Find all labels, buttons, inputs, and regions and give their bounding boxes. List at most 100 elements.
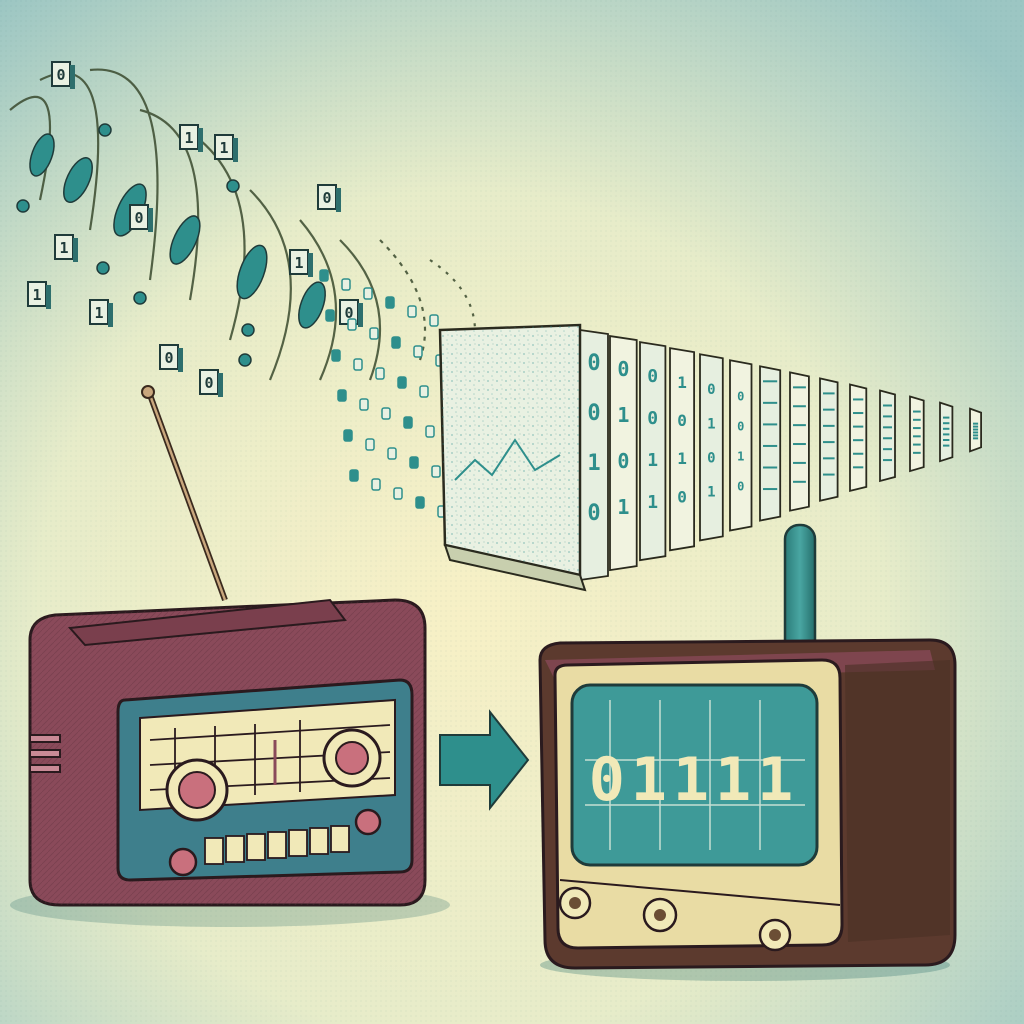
bit-fragment xyxy=(385,296,395,309)
panel-bit: 0 xyxy=(707,450,715,466)
panel-bit: 0 xyxy=(587,351,600,376)
binary-panel xyxy=(909,395,925,473)
binary-panel: 0 1 0 1 xyxy=(609,335,638,572)
bit-cube: 0 xyxy=(51,61,75,89)
bit-label: 0 xyxy=(164,349,173,367)
stream-bits: 0 1 0 1 1 0 0 1 1 0 1 0 xyxy=(27,61,363,397)
panel-bit: 0 xyxy=(617,357,629,381)
bit-fragment xyxy=(337,389,347,402)
bit-fragment xyxy=(371,478,381,491)
bit-fragment xyxy=(413,345,423,358)
bit-cube: 0 xyxy=(129,204,153,232)
bit-fragment xyxy=(397,376,407,389)
bit-fragment xyxy=(375,367,385,380)
bit-label: 1 xyxy=(59,239,68,257)
binary-panel xyxy=(879,389,896,483)
binary-panel xyxy=(819,377,839,502)
bit-fragment xyxy=(419,385,429,398)
volume-knob xyxy=(322,728,382,788)
preset-buttons xyxy=(204,825,350,865)
panel-bit: 0 xyxy=(707,382,715,398)
panel-bit: 1 xyxy=(587,451,600,476)
bit-fragment xyxy=(393,487,403,500)
bit-fragment xyxy=(353,358,363,371)
bit-label: 0 xyxy=(204,374,213,392)
panel-bit: 1 xyxy=(617,495,629,519)
panel-bit: 0 xyxy=(737,389,744,403)
panel-bit: 0 xyxy=(737,419,744,433)
panel-bit: 0 xyxy=(617,449,629,473)
panel-bit: 0 xyxy=(677,487,687,506)
bit-cube: 1 xyxy=(214,134,238,162)
bit-label: 0 xyxy=(56,66,65,84)
binary-panel xyxy=(969,407,982,453)
panel-bit: 1 xyxy=(707,416,715,432)
panel-bit: 1 xyxy=(677,449,687,468)
binary-panel: 0 1 0 1 xyxy=(699,353,724,542)
panel-bit: 1 xyxy=(707,484,715,500)
panel-bit: 1 xyxy=(677,373,687,392)
bit-fragment xyxy=(319,269,329,282)
tuning-knob xyxy=(165,758,229,822)
bit-fragment xyxy=(365,438,375,451)
bit-fragment xyxy=(429,314,439,327)
arrow-right-icon xyxy=(439,709,530,811)
bit-label: 1 xyxy=(184,129,193,147)
bit-fragment xyxy=(343,429,353,442)
bit-fragment xyxy=(381,407,391,420)
bit-fragment xyxy=(363,287,373,300)
bit-cube: 0 xyxy=(317,184,341,212)
binary-panel xyxy=(849,383,868,493)
bit-fragment xyxy=(415,496,425,509)
digital-radio: 01111 xyxy=(538,523,957,981)
panel-bit: 0 xyxy=(587,401,600,426)
bit-label: 1 xyxy=(219,139,228,157)
bit-fragment xyxy=(325,309,335,322)
bit-cube: 0 xyxy=(159,344,183,372)
panel-bit: 0 xyxy=(587,501,600,526)
bit-label: 1 xyxy=(32,286,41,304)
bit-cube: 1 xyxy=(54,234,78,262)
bit-fragment xyxy=(387,447,397,460)
panel-bit: 1 xyxy=(737,449,744,463)
analog-radio xyxy=(10,385,450,927)
bit-cube: 1 xyxy=(289,249,313,277)
binary-panel xyxy=(789,371,810,512)
bit-fragment xyxy=(409,456,419,469)
binary-panel xyxy=(939,401,954,463)
bit-fragment xyxy=(359,398,369,411)
display-screen xyxy=(570,683,819,867)
bit-label: 1 xyxy=(294,254,303,272)
screen-readout: 01111 xyxy=(589,745,800,815)
bit-fragment xyxy=(431,465,441,478)
bit-label: 0 xyxy=(344,304,353,322)
bit-label: 1 xyxy=(94,304,103,322)
binary-panel: 0 0 1 1 xyxy=(639,341,667,562)
control-knobs xyxy=(558,886,792,952)
panel-bit: 0 xyxy=(737,479,744,493)
bit-fragment xyxy=(425,425,435,438)
bit-fragment xyxy=(403,416,413,429)
panel-bit: 0 xyxy=(647,408,658,429)
bit-fragment xyxy=(369,327,379,340)
bit-cube: 1 xyxy=(89,299,113,327)
bit-fragment xyxy=(341,278,351,291)
panel-bit: 1 xyxy=(647,492,658,513)
panel-bit: 0 xyxy=(677,411,687,430)
panel-bit: 1 xyxy=(617,403,629,427)
binary-panel: 0 0 1 0 xyxy=(579,328,609,582)
binary-panel xyxy=(759,365,782,522)
panel-bit: 1 xyxy=(647,450,658,471)
bit-fragment xyxy=(331,349,341,362)
binary-panel: 0 0 1 0 xyxy=(729,359,753,532)
bit-fragment xyxy=(347,318,357,331)
panel-bit: 0 xyxy=(647,366,658,387)
bit-label: 0 xyxy=(322,189,331,207)
binary-panel: 1 0 1 0 xyxy=(669,347,695,552)
bit-fragment xyxy=(391,336,401,349)
wave-nodes xyxy=(16,123,326,367)
bit-cube: 0 xyxy=(199,369,223,397)
bit-cube: 1 xyxy=(27,281,51,309)
